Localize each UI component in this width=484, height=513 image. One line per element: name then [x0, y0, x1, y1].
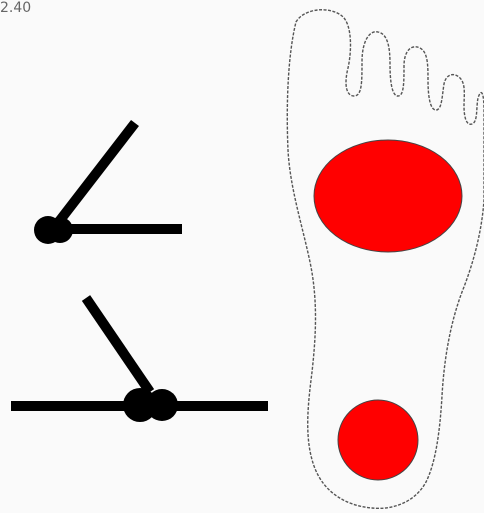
joint-bottom-pivot-overlap	[146, 389, 178, 421]
joint-angle-bottom[interactable]	[11, 298, 268, 422]
foot-map[interactable]	[287, 10, 484, 509]
pressure-zone-forefoot[interactable]	[314, 140, 462, 252]
pressure-zone-heel[interactable]	[338, 400, 418, 480]
joint-bottom-arm	[86, 298, 150, 392]
joint-top-pivot-overlap	[47, 217, 73, 243]
joint-angle-top[interactable]	[34, 123, 182, 244]
joint-top-upper-arm	[54, 123, 135, 228]
